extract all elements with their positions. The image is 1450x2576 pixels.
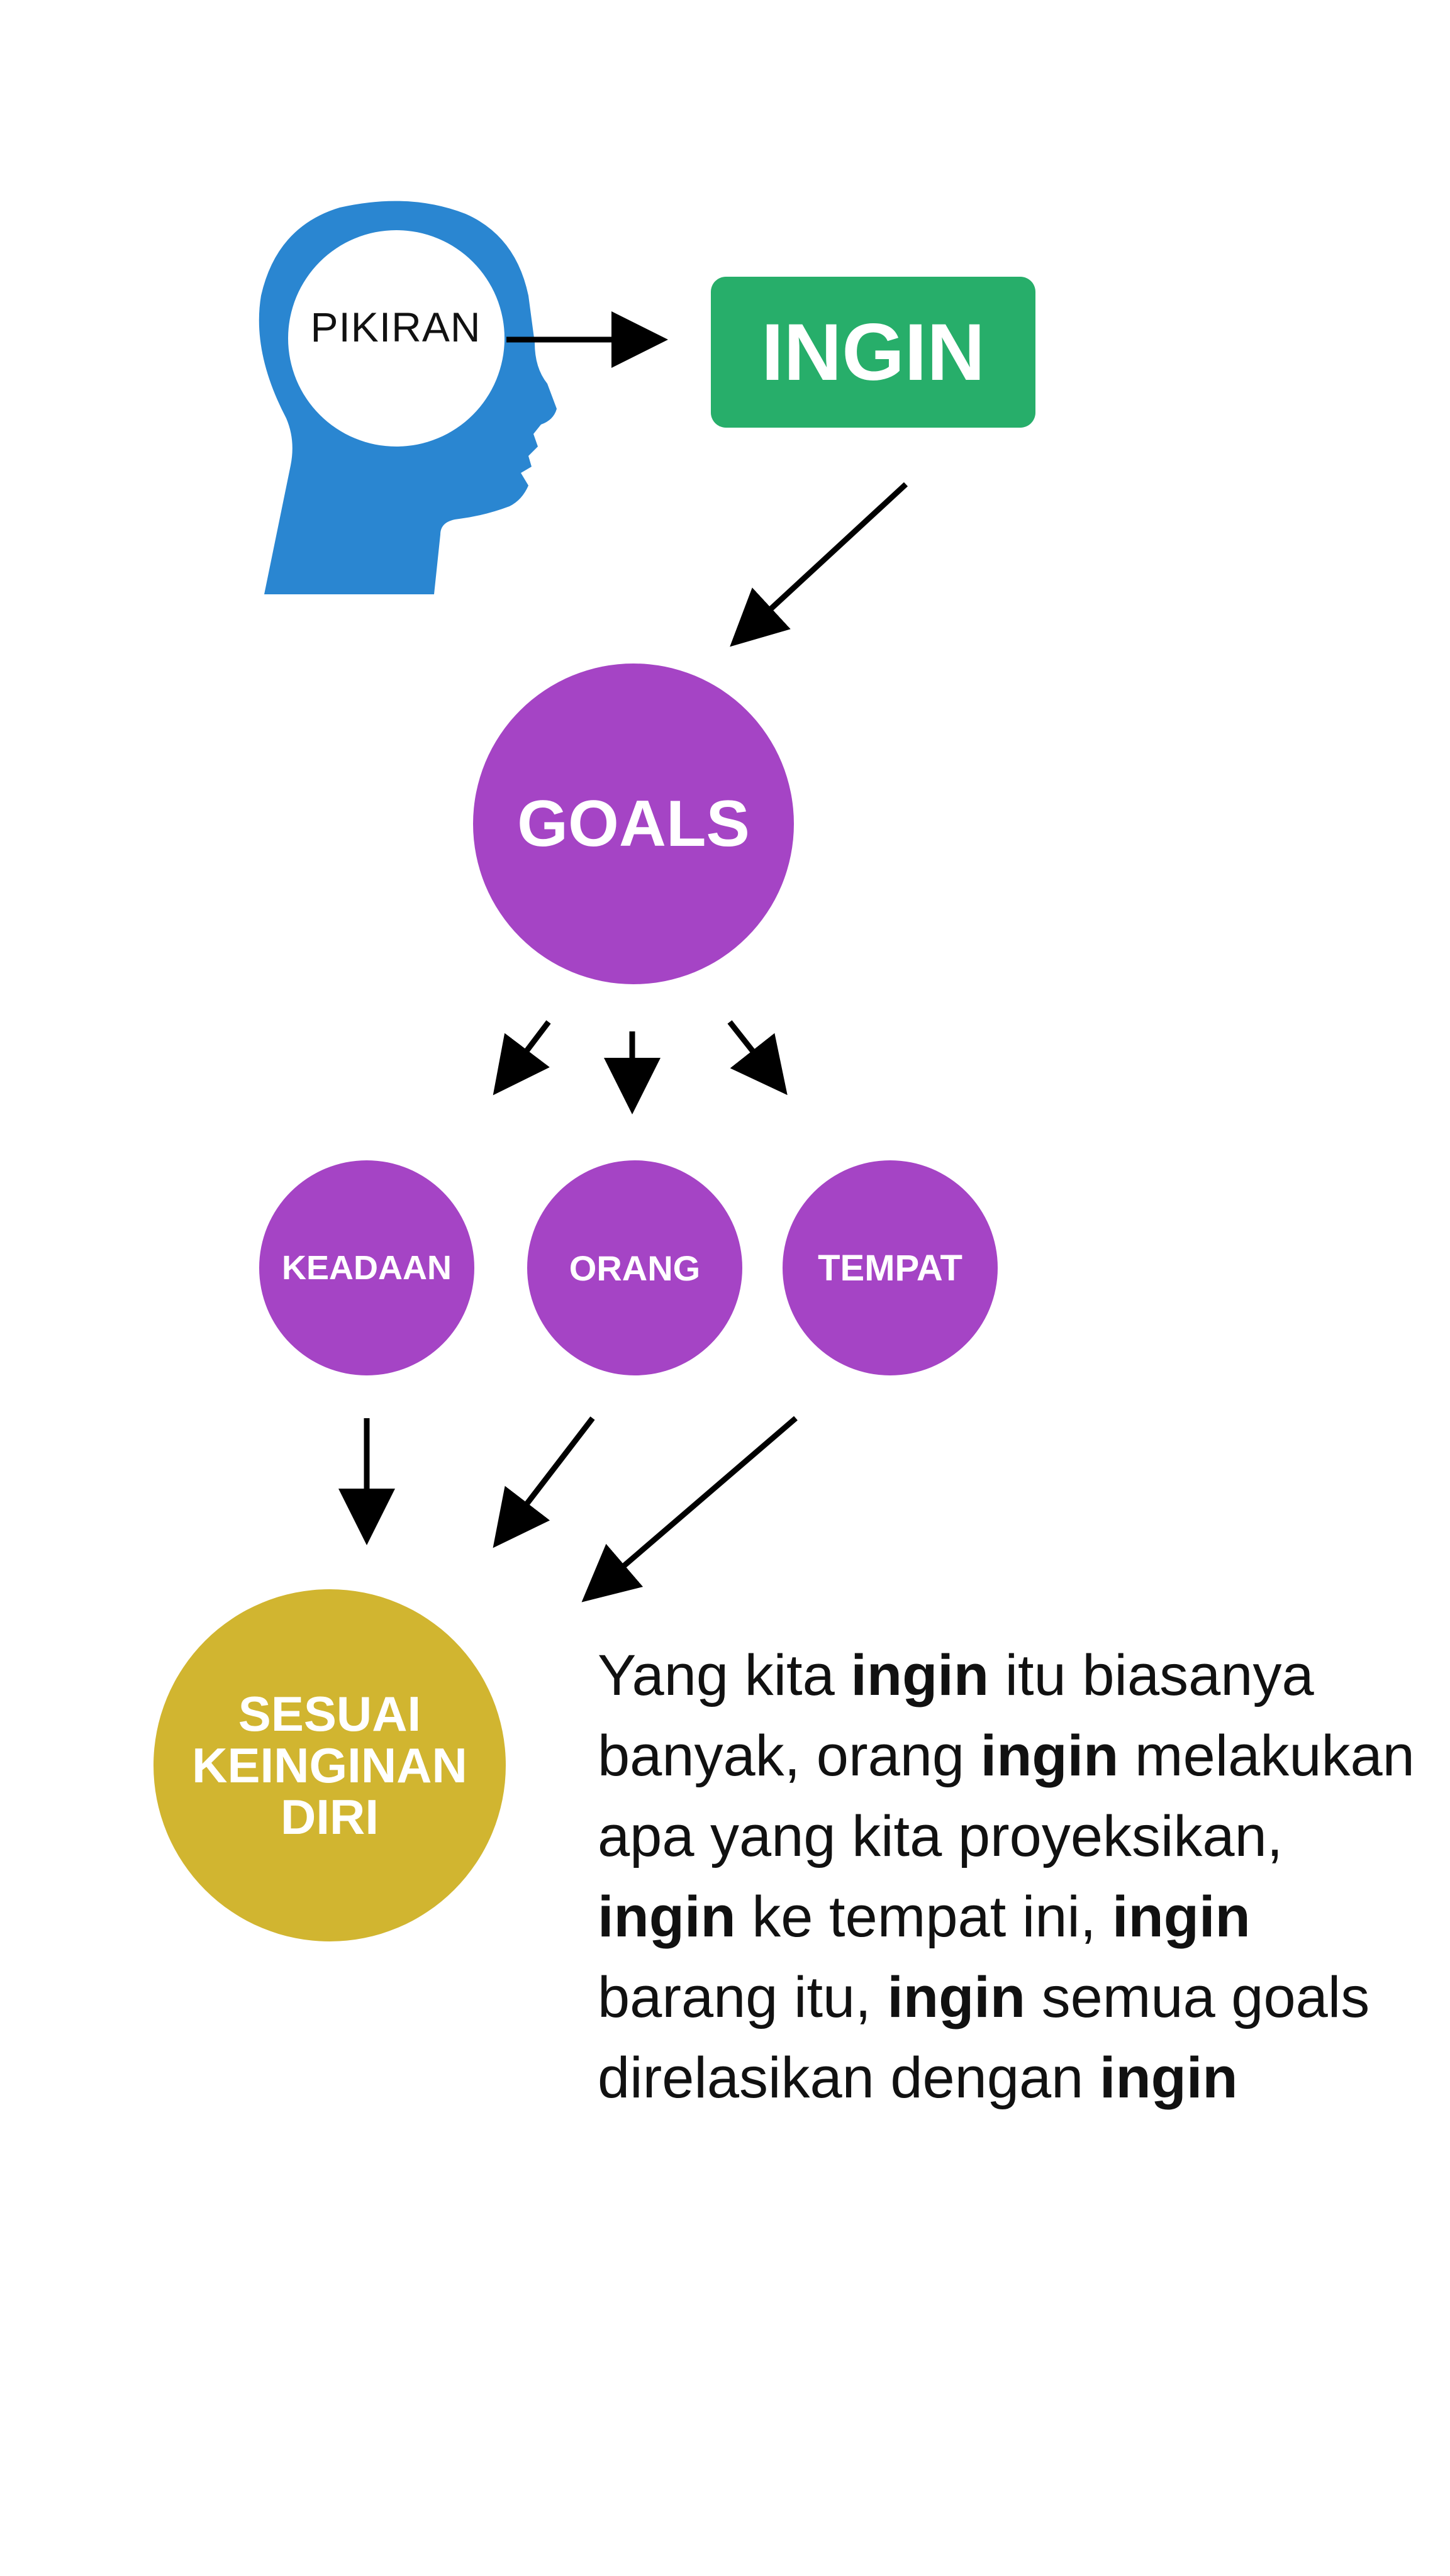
goals-label: GOALS xyxy=(517,787,750,860)
pikiran-label: PIKIRAN xyxy=(310,304,481,350)
sesuai-keinginan-diri-circle xyxy=(153,1589,506,1941)
arrow-tempat-to-result xyxy=(581,1416,798,1602)
goals-circle xyxy=(473,663,794,984)
result-line-1: SESUAI xyxy=(238,1686,421,1741)
sesuai-keinginan-diri-label: SESUAI KEINGINAN DIRI xyxy=(153,1589,506,1941)
pikiran-circle xyxy=(288,230,505,447)
arrow-ingin-to-goals xyxy=(730,482,908,647)
description-segment: melakukan apa yang kita proyeksikan, xyxy=(598,1724,1415,1868)
description-keyword: ingin xyxy=(1112,1885,1251,1949)
keadaan-circle xyxy=(259,1160,474,1375)
description-keyword: ingin xyxy=(598,1885,736,1949)
tempat-label: TEMPAT xyxy=(818,1247,962,1289)
description-segment: semua goals direlasikan dengan xyxy=(598,1965,1370,2110)
description-segment: barang itu, xyxy=(598,1965,888,2029)
description-keyword: ingin xyxy=(1099,2046,1238,2110)
description-paragraph: Yang kita ingin itu biasanya banyak, ora… xyxy=(598,1635,1415,2118)
arrow-goals-to-tempat xyxy=(727,1020,788,1096)
description-segment: Yang kita xyxy=(598,1643,851,1707)
result-line-3: DIRI xyxy=(281,1789,379,1845)
keadaan-label: KEADAAN xyxy=(282,1249,452,1287)
description-keyword: ingin xyxy=(887,1965,1026,2029)
tempat-circle xyxy=(783,1160,998,1375)
ingin-label: INGIN xyxy=(761,307,985,397)
orang-circle xyxy=(527,1160,742,1375)
description-keyword: ingin xyxy=(850,1643,990,1707)
description-keyword: ingin xyxy=(980,1724,1119,1788)
description-segment: itu biasanya banyak, orang xyxy=(598,1643,1314,1788)
arrow-orang-to-result xyxy=(493,1416,595,1548)
orang-label: ORANG xyxy=(569,1248,701,1288)
result-line-2: KEINGINAN xyxy=(192,1738,467,1793)
description-segment: ke tempat ini, xyxy=(735,1885,1112,1949)
arrow-goals-to-keadaan xyxy=(493,1020,551,1096)
ingin-box xyxy=(711,277,1035,428)
